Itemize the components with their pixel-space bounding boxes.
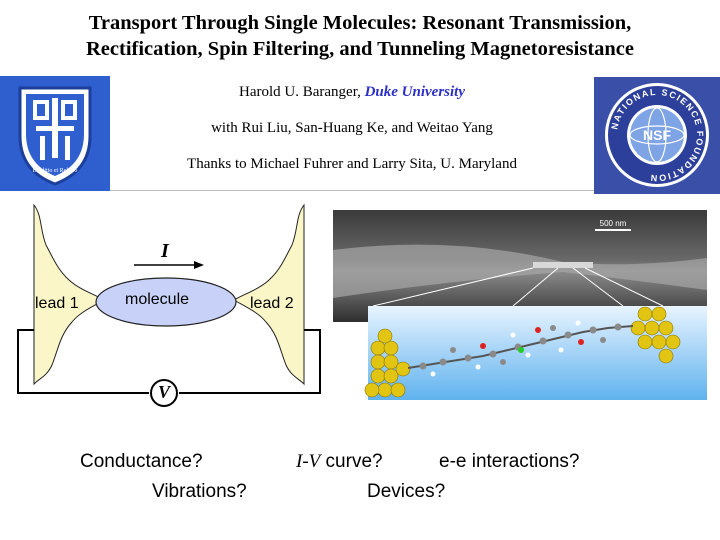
author-name: Harold U. Baranger, (238, 84, 365, 100)
lead-1-label: lead 1 (35, 295, 79, 312)
question-conductance: Conductance? (80, 451, 203, 472)
molecule-label: molecule (125, 291, 190, 308)
circuit-wire-right (179, 329, 321, 394)
question-iv-curve: I-V curve? (296, 451, 383, 473)
iv-rest: curve? (320, 451, 383, 472)
question-ee-interactions: e-e interactions? (439, 451, 580, 472)
current-arrow-head (194, 261, 204, 269)
header-divider (110, 190, 594, 191)
iv-symbol: I-V (296, 451, 321, 472)
gold-electrode-right (630, 306, 681, 364)
current-symbol: I (161, 240, 169, 262)
question-vibrations: Vibrations? (152, 481, 247, 502)
nsf-logo: NATIONAL SCIENCE FOUNDATION NSF (594, 77, 720, 194)
duke-motto: Eruditio et Religio (33, 168, 78, 174)
voltmeter-circle (150, 379, 178, 407)
molecule-ellipse (95, 277, 237, 327)
nsf-seal-icon: NATIONAL SCIENCE FOUNDATION NSF (605, 83, 709, 187)
author-affiliation: Duke University (364, 84, 466, 100)
duke-logo: Eruditio et Religio (0, 76, 110, 191)
thanks-line: Thanks to Michael Fuhrer and Larry Sita,… (187, 156, 517, 172)
lead-2-label: lead 2 (250, 295, 294, 312)
voltage-symbol: V (158, 382, 171, 402)
transport-diagram: lead 1 lead 2 molecule I V (14, 200, 334, 415)
duke-shield-icon: Eruditio et Religio (18, 86, 92, 186)
question-devices: Devices? (367, 481, 446, 502)
nsf-center-text: NSF (643, 127, 671, 143)
title-line-2: Rectification, Spin Filtering, and Tunne… (85, 38, 635, 60)
author-line: Harold U. Baranger, Duke University (110, 84, 594, 101)
coauthor-line: with Rui Liu, San-Huang Ke, and Weitao Y… (211, 120, 493, 136)
circuit-wire-left (17, 329, 149, 394)
slide-title: Transport Through Single Molecules: Reso… (0, 10, 720, 62)
title-line-1: Transport Through Single Molecules: Reso… (88, 12, 632, 34)
scale-label: 500 nm (600, 219, 627, 228)
gold-electrode-left (364, 328, 411, 398)
micrograph-figure: 500 nm (333, 210, 707, 400)
